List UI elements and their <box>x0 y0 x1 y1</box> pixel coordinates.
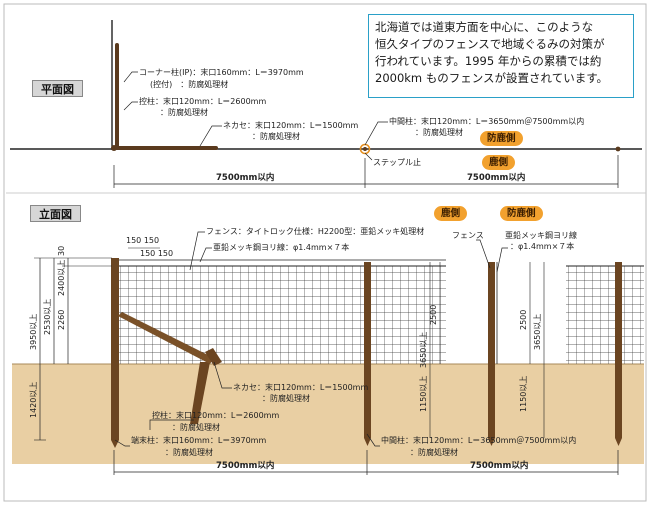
elev-span-1: 7500mm以内 <box>216 460 274 471</box>
side-post <box>488 262 495 438</box>
plan-mid-post <box>363 147 367 151</box>
plan-span-2: 7500mm以内 <box>467 172 525 183</box>
dim-1150-a: 1150以上 <box>419 376 428 412</box>
side-fence-label: フェンス <box>452 231 484 240</box>
brace-post <box>190 362 210 424</box>
note-line-1: 北海道では道東方面を中心に、このような <box>375 20 594 34</box>
plan-rail-sub: ：防腐処理材 <box>252 131 300 141</box>
side-wire-label: 亜鉛メッキ鋼ヨリ線 <box>505 230 577 240</box>
plan-badge-deer-proof-side: 防鹿側 <box>480 131 523 146</box>
elevation-view-heading: 立面図 <box>30 205 81 222</box>
plan-corner-post <box>111 145 117 151</box>
plan-view-heading: 平面図 <box>32 80 83 97</box>
plan-corner-post-sub: (控付) ：防腐処理材 <box>150 79 228 89</box>
diagonal-rail <box>118 312 214 364</box>
dim-1150-b: 1150以上 <box>519 376 528 412</box>
dim-2260: 2260 <box>57 310 66 330</box>
dim-2500-a: 2500 <box>429 305 438 325</box>
dim-3650-a: 3650以上 <box>419 332 428 368</box>
outer-frame <box>3 3 647 502</box>
elev-wire-label: 亜鉛メッキ鋼ヨリ線：φ1.4mm×７本 <box>213 242 349 252</box>
note-line-3: 行われています。1995 年からの累積では約 <box>375 54 602 68</box>
elev-brace-post-sub: ：防腐処理材 <box>172 422 220 432</box>
elev-fence-label: フェンス：タイトロック仕様：H2200型：亜鉛メッキ処理材 <box>206 226 424 236</box>
plan-badge-deer-side: 鹿側 <box>482 155 516 170</box>
note-line-2: 恒久タイプのフェンスで地域ぐるみの対策が <box>375 37 605 51</box>
elev-mesh-top-2: 150 150 <box>140 249 173 258</box>
side-wire-sub: ：φ1.4mm×７本 <box>510 241 574 251</box>
elev-brace-post-label: 控柱：末口120mm：L＝2600mm <box>152 410 279 420</box>
ground <box>12 364 644 464</box>
dim-1420: 1420以上 <box>29 382 38 418</box>
plan-right-post <box>615 146 621 152</box>
plan-staple-label: ステップル止 <box>373 157 421 167</box>
main-mesh-panel <box>116 266 446 364</box>
elev-mid-post-label: 中間柱：末口120mm：L＝3650mm＠7500mm以内 <box>381 435 576 445</box>
elev-rail-sub: ：防腐処理材 <box>262 393 310 403</box>
elev-badge-deer-proof-side: 防鹿側 <box>500 206 543 221</box>
elev-rail-label: ネカセ：末口120mm：L＝1500mm <box>233 382 368 392</box>
plan-leader-brace <box>123 101 138 111</box>
plan-leader-mid <box>364 121 388 146</box>
elev-mesh-top-1: 150 150 <box>126 236 159 245</box>
plan-brace-post-sub: ：防腐処理材 <box>160 107 208 117</box>
plan-mid-post-sub: ：防腐処理材 <box>415 127 463 137</box>
elev-badge-deer-side: 鹿側 <box>434 206 468 221</box>
elev-mid-post-sub: ：防腐処理材 <box>410 447 458 457</box>
elev-span-2: 7500mm以内 <box>470 460 528 471</box>
dim-2400: 2400以上 <box>57 260 66 296</box>
info-note-box: 北海道では道東方面を中心に、このような 恒久タイプのフェンスで地域ぐるみの対策が… <box>368 14 634 98</box>
plan-leader-corner <box>123 71 138 83</box>
plan-leader-staple <box>364 152 373 161</box>
plan-leader-rail <box>199 125 222 147</box>
plan-mid-post-label: 中間柱：末口120mm：L＝3650mm＠7500mm以内 <box>389 116 584 126</box>
note-line-4: 2000km ものフェンスが設置されています。 <box>375 71 609 85</box>
right-post <box>615 262 622 438</box>
right-mesh-panel <box>566 266 644 364</box>
plan-view: コーナー柱(IP)：末口160mm：L＝3970mm (控付) ：防腐処理材 控… <box>10 20 642 188</box>
dim-3650-b: 3650以上 <box>533 314 542 350</box>
plan-brace-post-label: 控柱：末口120mm：L＝2600mm <box>139 96 266 106</box>
plan-rail-label: ネカセ：末口120mm：L＝1500mm <box>223 120 358 130</box>
elev-end-post-sub: ：防腐処理材 <box>165 447 213 457</box>
dim-3950: 3950以上 <box>29 314 38 350</box>
dim-2500-b: 2500 <box>519 310 528 330</box>
dim-30: 30 <box>57 246 66 256</box>
end-post <box>111 258 119 440</box>
dim-2530: 2530以上 <box>43 299 52 335</box>
elev-end-post-label: 端末柱：末口160mm：L＝3970mm <box>131 435 266 445</box>
plan-span-1: 7500mm以内 <box>216 172 274 183</box>
mid-post <box>364 262 371 438</box>
elevation-view: フェンス：タイトロック仕様：H2200型：亜鉛メッキ処理材 亜鉛メッキ鋼ヨリ線：… <box>12 226 644 475</box>
plan-corner-post-label: コーナー柱(IP)：末口160mm：L＝3970mm <box>139 67 304 77</box>
